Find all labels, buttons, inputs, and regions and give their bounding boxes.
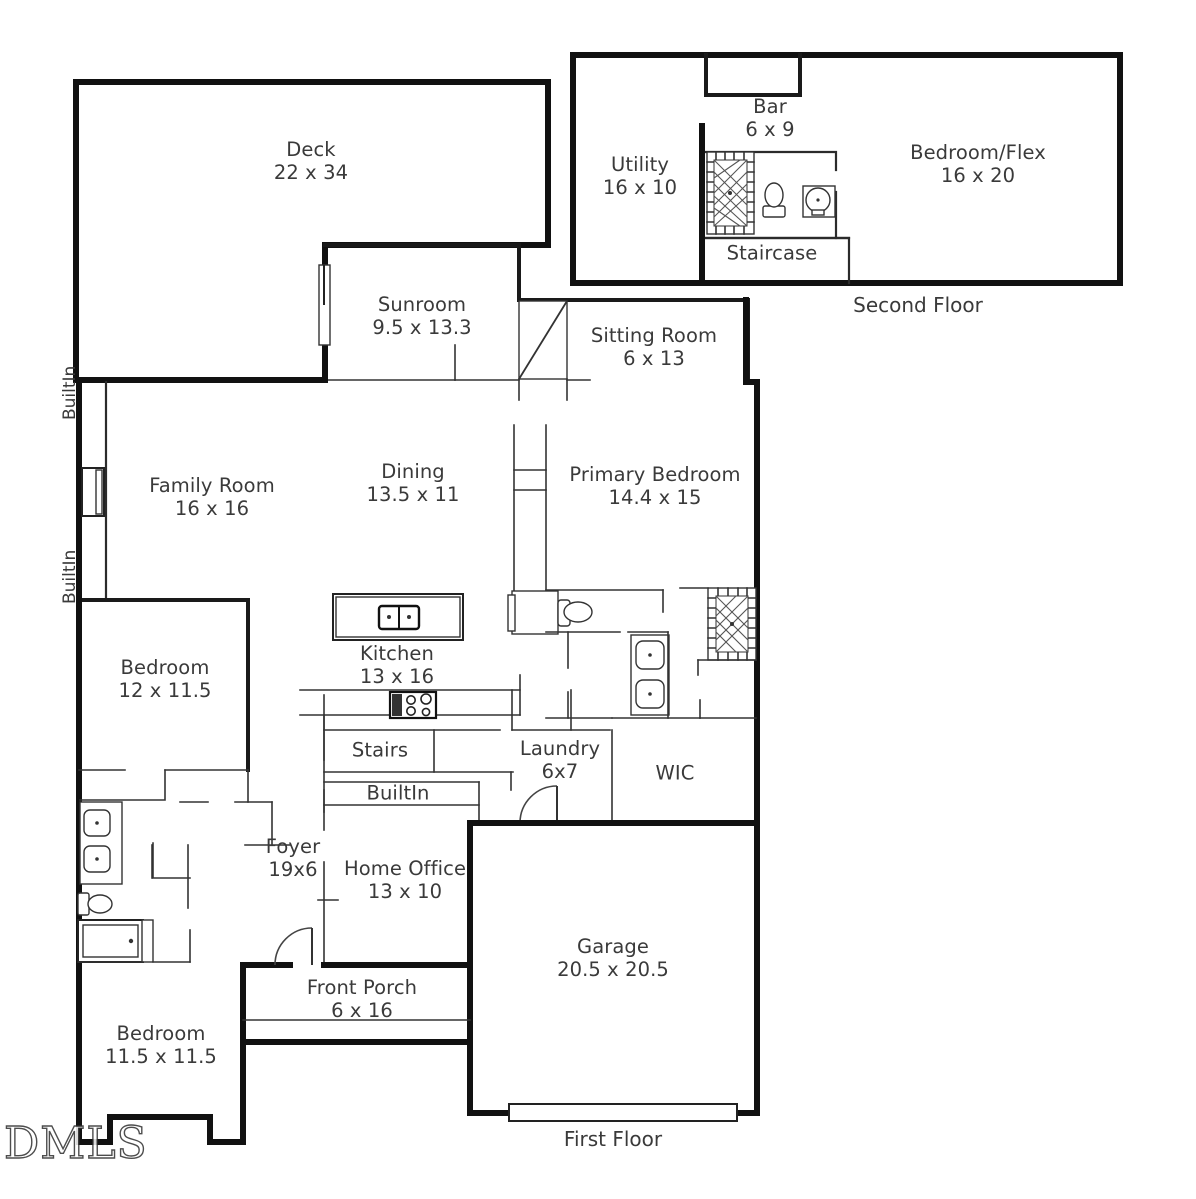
vertical-label-builtin-lower: BuiltIn: [60, 549, 80, 604]
toilet-icon-second-floor: [762, 182, 786, 218]
vertical-label-builtin-upper: BuiltIn: [60, 365, 80, 420]
bedroom2-outline: [77, 598, 250, 772]
shower-icon-second-floor: [706, 151, 755, 235]
floor-caption-second: Second Floor: [853, 293, 983, 317]
floor-caption-first: First Floor: [563, 1127, 663, 1151]
kitchen-island: [332, 593, 464, 641]
sliding-door-icon: [318, 264, 331, 346]
bath-wall-d: [152, 842, 191, 879]
toilet-icon-primary-bath: [507, 590, 593, 635]
hall-bath-wall-jog: [79, 769, 166, 801]
first-floor-group: [73, 79, 760, 1145]
sitting-room-door: [518, 300, 568, 380]
fireplace-hearth: [95, 469, 103, 515]
laundry-door-icon: [519, 785, 558, 824]
sunroom-outline: [323, 243, 521, 302]
second-floor-outline: [570, 52, 1123, 286]
second-floor-group: [570, 52, 1123, 286]
kitchen-sink-icon: [377, 604, 421, 631]
second-floor-top-notch: [704, 53, 802, 97]
entry-door-icon: [274, 927, 313, 966]
sink-icon-second-floor: [802, 185, 836, 218]
mls-watermark: DMLS: [3, 1117, 148, 1169]
bathtub-icon: [77, 919, 144, 963]
bath-door-jamb: [141, 919, 154, 963]
garage-door-icon: [508, 1103, 738, 1122]
double-vanity-icon: [79, 801, 123, 885]
bedroom3-bottom-wall: [76, 1114, 246, 1145]
deck-outline: [73, 79, 551, 383]
cooktop-icon: [388, 690, 438, 720]
toilet-icon-hall-bath: [77, 892, 113, 916]
shower-icon-primary-bath: [707, 587, 757, 661]
washer-dryer-icons: [630, 634, 670, 716]
sitting-room-right-jog: [743, 297, 760, 385]
garage-outline: [467, 820, 760, 1116]
